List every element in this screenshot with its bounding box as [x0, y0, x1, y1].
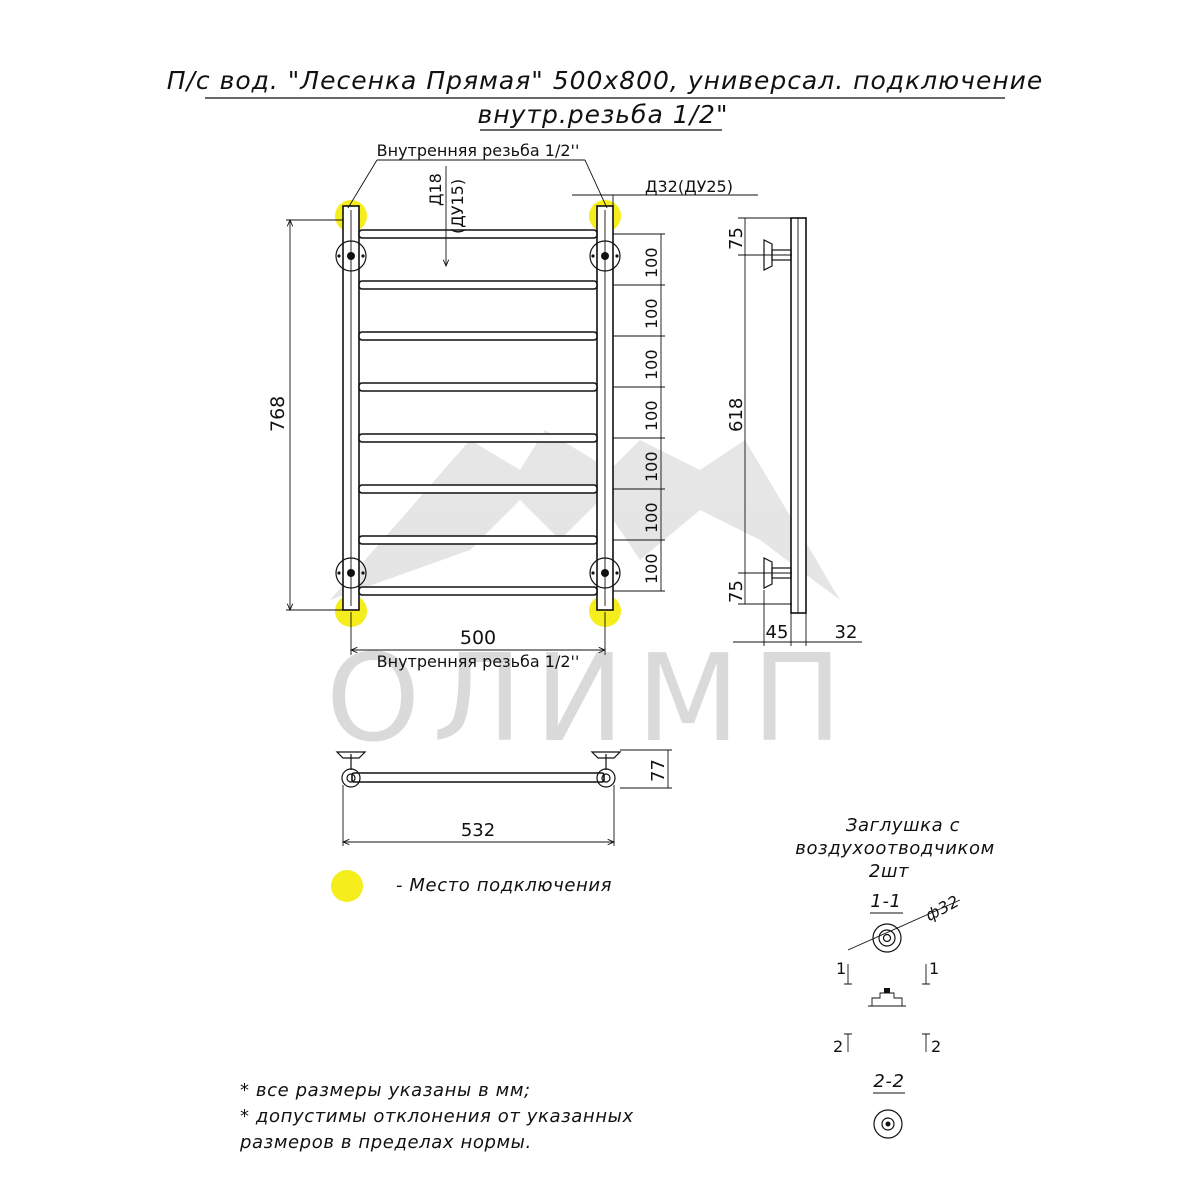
plug-title-1: Заглушка с [846, 815, 960, 836]
cut-mark: 1 [836, 959, 846, 978]
note-line-2: * допустимы отклонения от указанных [240, 1106, 634, 1127]
rung-spacing: 100 [642, 247, 661, 278]
rung-spacing: 100 [642, 553, 661, 584]
title-line-1: П/с вод. "Лесенка Прямая" 500x800, униве… [167, 66, 1044, 95]
width-dimension: 500 [460, 627, 496, 649]
inner-pipe-label: Д18 [426, 173, 445, 206]
side-mid-dimension: 618 [726, 398, 747, 432]
side-bottom-offset: 75 [726, 580, 747, 603]
title-line-2: внутр.резьба 1/2" [478, 100, 729, 129]
top-view-rung [351, 772, 605, 783]
side-view: 75 618 75 45 32 [726, 217, 862, 646]
rung-spacing: 100 [642, 349, 661, 380]
thread-label-top: Внутренняя резьба 1/2'' [377, 141, 580, 160]
thread-label-bottom: Внутренняя резьба 1/2'' [377, 652, 580, 671]
wall-bracket [335, 557, 367, 589]
section-2-label: 2-2 [873, 1071, 904, 1092]
note-line-3: размеров в пределах нормы. [239, 1132, 532, 1153]
wall-bracket [589, 240, 621, 272]
height-dimension: 768 [267, 396, 289, 432]
wall-bracket [589, 557, 621, 589]
top-view-width: 532 [461, 820, 495, 841]
rung-spacing: 100 [642, 400, 661, 431]
watermark: ОЛИМП [326, 430, 854, 769]
watermark-text: ОЛИМП [326, 630, 854, 769]
side-top-offset: 75 [726, 227, 747, 250]
rung-spacing: 100 [642, 502, 661, 533]
side-pipe [790, 217, 807, 614]
inner-pipe-label-2: (ДУ15) [448, 179, 467, 234]
plug-detail: Заглушка с воздухоотводчиком 2шт 1-1 ф32… [795, 815, 995, 1139]
cut-mark: 2 [833, 1037, 843, 1056]
side-depth-dimension: 45 [766, 622, 789, 643]
wall-bracket [335, 240, 367, 272]
rung-spacing: 100 [642, 298, 661, 329]
plug-title-3: 2шт [869, 861, 909, 882]
top-view-depth: 77 [648, 759, 669, 782]
outer-pipe-label: Д32(ДУ25) [645, 177, 733, 196]
section-1-label: 1-1 [870, 891, 901, 912]
plug-title-2: воздухоотводчиком [795, 838, 995, 859]
legend-label: - Место подключения [396, 875, 612, 896]
side-pipe-dimension: 32 [835, 622, 858, 643]
top-view: 77 532 [335, 749, 672, 846]
legend-marker [331, 870, 363, 902]
cut-mark: 1 [929, 959, 939, 978]
note-line-1: * все размеры указаны в мм; [240, 1080, 531, 1101]
rung-spacing: 100 [642, 451, 661, 482]
front-view: Внутренняя резьба 1/2'' Д18 (ДУ15) Д32(Д… [267, 141, 758, 671]
rungs [358, 229, 598, 596]
cut-mark: 2 [931, 1037, 941, 1056]
